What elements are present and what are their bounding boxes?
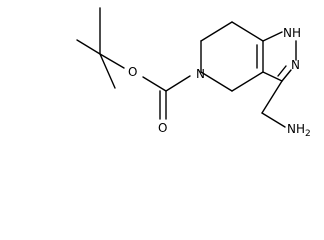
bond-n2-c3 (281, 69, 292, 82)
bond-c4-n5 (200, 71, 233, 92)
amine-nh-text: NH (287, 122, 305, 136)
pyrazole-nitrogen-label: N (291, 58, 300, 72)
carbonyl-oxygen-label: O (158, 121, 167, 135)
amine-label: NH2 (287, 122, 311, 139)
bond-c7-c7a (231, 21, 264, 42)
bond-c7a-n1 (262, 31, 283, 42)
ester-oxygen-label: O (128, 65, 137, 79)
bond-c6-c7 (200, 21, 233, 42)
bond-cquat-me-down (99, 53, 116, 89)
structure-diagram: N NH N O O NH2 (76, 7, 311, 139)
bond-n2-c3-double (277, 65, 287, 77)
bond-o-cquat (99, 53, 125, 69)
bond-c3-c3a (262, 71, 283, 82)
bond-c3a-c4 (231, 71, 264, 92)
amine-subscript: 2 (305, 129, 311, 139)
atom-labels: N NH N O O NH2 (128, 26, 311, 139)
bond-carbonyl-o-ester (142, 76, 167, 92)
bond-ch2-nh2 (261, 112, 286, 128)
bonds (76, 7, 297, 128)
bond-c3-ch2 (261, 80, 283, 114)
pyrazole-nh-label: NH (283, 26, 301, 40)
bond-n5-c-carbonyl (165, 75, 191, 92)
bond-cquat-me-left (76, 39, 101, 55)
ring-nitrogen-label: N (196, 67, 205, 81)
